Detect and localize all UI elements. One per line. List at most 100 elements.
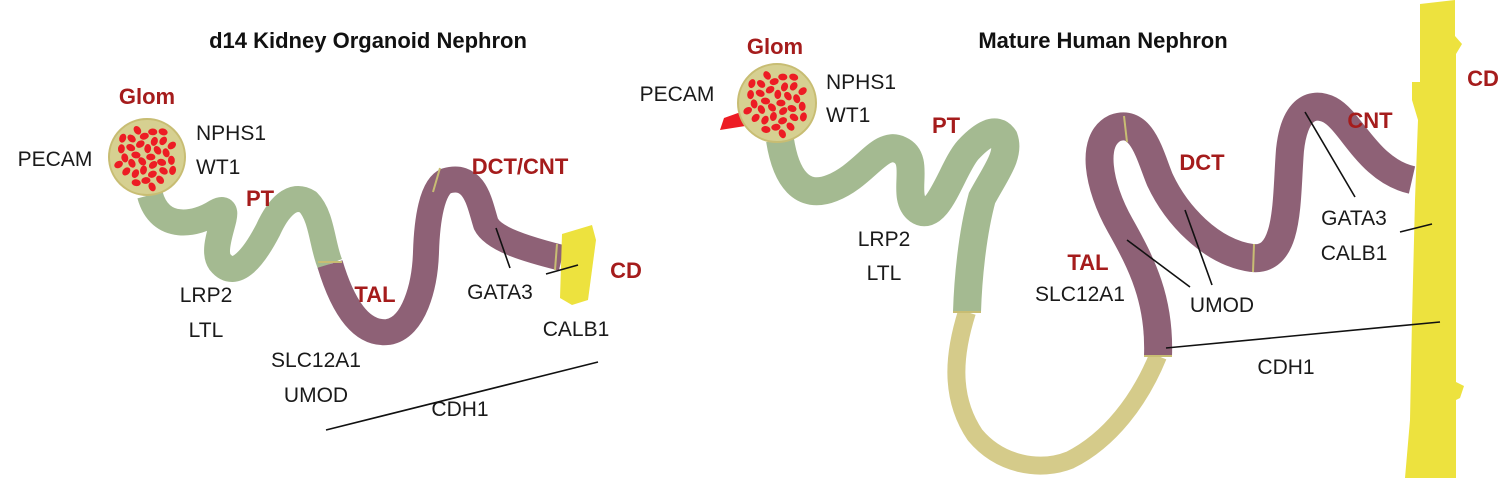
capillary-loop (769, 78, 779, 86)
capillary-loop (131, 169, 140, 178)
capillary-loop (169, 165, 177, 175)
organoid-marker-calb1: CALB1 (543, 318, 610, 341)
capillary-loop (778, 117, 788, 125)
organoid-capillary-tuft (114, 126, 177, 192)
capillary-loop (779, 107, 788, 116)
mature-marker-gata3: GATA3 (1321, 207, 1387, 230)
mature-leader-umod-dct (1184, 209, 1213, 286)
capillary-loop (148, 182, 156, 192)
capillary-loop (119, 133, 127, 143)
capillary-loop (765, 85, 775, 94)
organoid-marker-lrp2: LRP2 (180, 284, 233, 307)
organoid-boundary-dct-cd (554, 243, 558, 271)
capillary-loop (748, 79, 756, 89)
organoid-marker-nphs1: NPHS1 (196, 122, 266, 145)
organoid-panel: d14 Kidney Organoid Nephron Glom PT TAL … (18, 28, 642, 431)
capillary-loop (121, 153, 129, 163)
capillary-loop (780, 82, 789, 92)
organoid-boundary-tal-dct (432, 167, 441, 193)
capillary-loop (126, 143, 136, 152)
capillary-loop (133, 126, 142, 135)
organoid-leader-cdh1 (325, 361, 599, 431)
capillary-loop (760, 97, 771, 105)
capillary-loop (793, 94, 801, 104)
mature-marker-wt1: WT1 (826, 104, 870, 127)
mature-marker-lrp2: LRP2 (858, 228, 911, 251)
capillary-loop (771, 123, 781, 131)
capillary-loop (743, 106, 753, 115)
capillary-loop (798, 101, 806, 111)
capillary-loop (117, 144, 125, 154)
mature-glomerulus (720, 63, 817, 143)
capillary-loop (761, 115, 769, 125)
organoid-label-cd: CD (610, 258, 642, 283)
organoid-marker-slc12a1: SLC12A1 (271, 349, 361, 372)
mature-boundary-tal-dct (1123, 115, 1128, 143)
capillary-loop (148, 160, 158, 169)
capillary-loop (139, 132, 149, 140)
mature-distal-tubule (1085, 92, 1417, 357)
mature-marker-slc12a1: SLC12A1 (1035, 283, 1125, 306)
capillary-loop (761, 126, 771, 133)
capillary-loop (144, 144, 152, 154)
capillary-loop (122, 167, 131, 176)
capillary-loop (135, 140, 145, 148)
organoid-label-tal: TAL (354, 282, 395, 307)
organoid-marker-cdh1: CDH1 (431, 398, 488, 421)
mature-marker-ltl: LTL (867, 262, 902, 285)
mature-marker-umod: UMOD (1190, 294, 1254, 317)
capillary-loop (751, 113, 760, 122)
organoid-distal-tubule (317, 166, 566, 346)
mature-marker-cdh1: CDH1 (1257, 356, 1314, 379)
mature-label-pt: PT (932, 113, 961, 138)
organoid-title: d14 Kidney Organoid Nephron (209, 28, 527, 53)
capillary-loop (750, 99, 758, 109)
capillary-loop (140, 165, 147, 175)
organoid-marker-umod: UMOD (284, 384, 348, 407)
capillary-loop (789, 113, 799, 122)
mature-marker-nphs1: NPHS1 (826, 71, 896, 94)
mature-title: Mature Human Nephron (978, 28, 1227, 53)
capillary-loop (167, 141, 176, 150)
mature-marker-pecam: PECAM (640, 83, 715, 106)
capillary-loop (789, 82, 798, 91)
capillary-loop (141, 177, 151, 184)
capillary-loop (150, 136, 158, 146)
capillary-loop (769, 111, 777, 122)
capillary-loop (778, 73, 788, 81)
organoid-marker-gata3: GATA3 (467, 281, 533, 304)
capillary-loop (147, 170, 157, 178)
capillary-loop (767, 103, 777, 112)
mature-proximal-tubule (766, 118, 1020, 313)
organoid-marker-pecam: PECAM (18, 148, 93, 171)
mature-label-tal: TAL (1067, 250, 1108, 275)
capillary-loop (763, 71, 771, 80)
mature-capillary-tuft (743, 71, 807, 139)
capillary-loop (114, 160, 123, 169)
capillary-loop (757, 105, 766, 114)
mature-marker-calb1: CALB1 (1321, 242, 1388, 265)
capillary-loop (153, 146, 162, 155)
mature-label-dct: DCT (1179, 150, 1225, 175)
capillary-loop (158, 128, 168, 136)
organoid-leader-gata3-dct (495, 227, 511, 269)
capillary-loop (156, 175, 165, 184)
capillary-loop (159, 167, 168, 175)
capillary-loop (787, 104, 797, 113)
capillary-loop (146, 153, 156, 161)
mature-leader-gata3-cnt (1304, 111, 1356, 198)
capillary-loop (756, 79, 766, 88)
capillary-loop (786, 122, 795, 131)
mature-boundary-dct-cnt (1252, 243, 1255, 273)
organoid-leader-gata3-cd (545, 264, 579, 275)
mature-leader-gata3-cd (1399, 223, 1433, 233)
organoid-label-glom: Glom (119, 84, 175, 109)
capillary-loop (162, 148, 170, 158)
capillary-loop (131, 179, 141, 187)
capillary-loop (755, 89, 765, 97)
mature-collecting-duct (1405, 0, 1464, 478)
organoid-label-dct-cnt: DCT/CNT (472, 154, 569, 179)
mature-thin-loop (947, 309, 1167, 475)
capillary-loop (778, 129, 786, 139)
